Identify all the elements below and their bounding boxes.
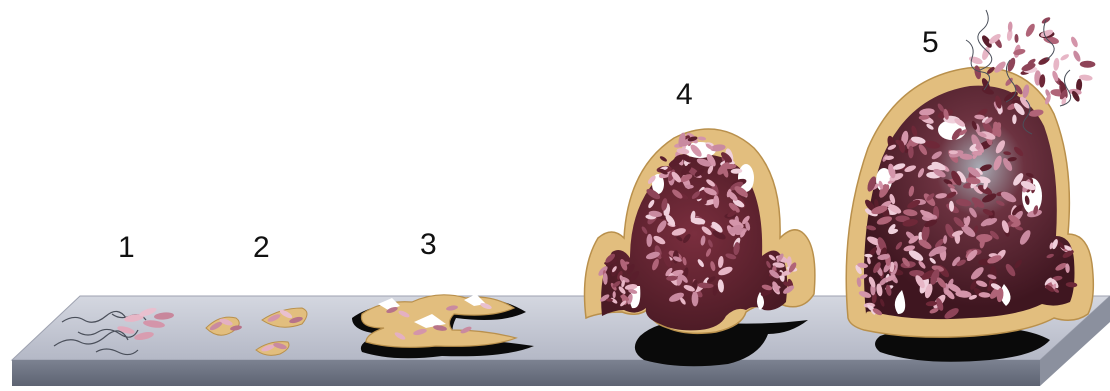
stage-3-maturation-1: 3: [352, 228, 534, 358]
stage-4-label: 4: [676, 78, 693, 111]
bacterial-cell: [908, 146, 914, 159]
bacterial-cell: [1080, 61, 1096, 68]
stage-3-label: 3: [420, 228, 437, 261]
stage-2-label: 2: [253, 231, 270, 264]
bacterial-cell: [606, 298, 613, 301]
stage-1-label: 1: [118, 231, 135, 264]
substrate-front: [12, 360, 1040, 386]
bacterial-cell: [1053, 58, 1060, 72]
bacterial-cell: [1072, 50, 1082, 63]
stage-5-label: 5: [922, 26, 939, 59]
bacterial-cell: [1059, 53, 1069, 62]
bacterial-cell: [1008, 21, 1013, 31]
bacterial-cell: [968, 55, 984, 66]
bacterial-cell: [1024, 22, 1037, 38]
bacterial-cell: [1014, 34, 1018, 43]
bacterial-cell: [949, 150, 958, 154]
stage-5-dispersion: 5: [846, 10, 1095, 362]
bacterial-cell: [1070, 36, 1080, 49]
bacterial-cell: [603, 273, 608, 284]
